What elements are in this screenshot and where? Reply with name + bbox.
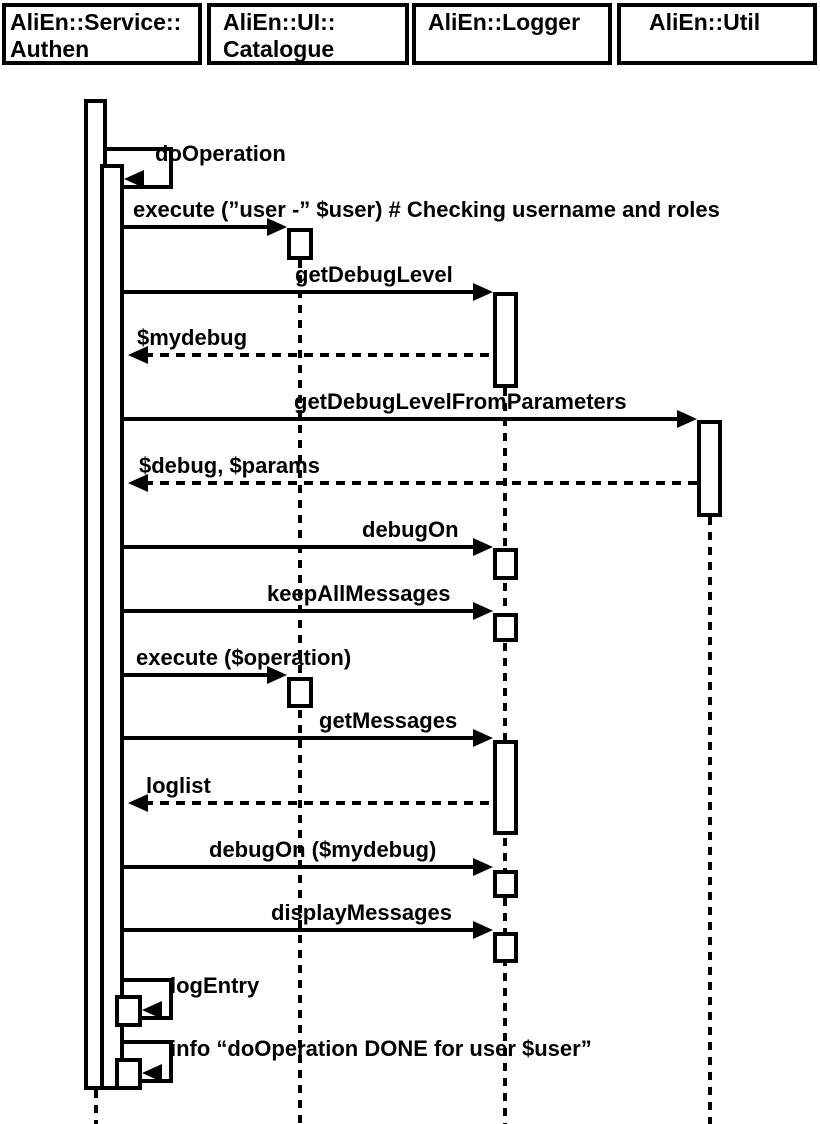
arrowhead-right-icon bbox=[267, 218, 287, 236]
message-label: loglist bbox=[146, 773, 211, 798]
arrowhead-left-icon bbox=[142, 1064, 162, 1082]
activation-bar-logger-getmessages bbox=[493, 740, 518, 835]
message-arrow bbox=[124, 417, 681, 421]
message-label: keepAllMessages bbox=[267, 581, 451, 606]
participant-label: AliEn::Service:: bbox=[10, 9, 182, 35]
message-label: execute (”user -” $user) # Checking user… bbox=[133, 197, 720, 222]
arrowhead-left-icon bbox=[128, 346, 148, 364]
message-return-arrow bbox=[144, 481, 697, 485]
message-return-arrow bbox=[144, 353, 493, 357]
message-label: execute ($operation) bbox=[136, 645, 352, 670]
lifeline-authen bbox=[94, 1090, 98, 1124]
arrowhead-left-icon bbox=[124, 170, 144, 188]
arrowhead-right-icon bbox=[473, 283, 493, 301]
participant-label: Catalogue bbox=[223, 36, 335, 62]
activation-bar-authen-logentry bbox=[115, 995, 142, 1027]
arrowhead-right-icon bbox=[473, 602, 493, 620]
message-arrow bbox=[124, 290, 477, 294]
participant-label: Authen bbox=[10, 36, 90, 62]
participant-label: AliEn::Logger bbox=[428, 9, 581, 35]
arrowhead-left-icon bbox=[128, 794, 148, 812]
activation-bar-util-getdebuglevel bbox=[697, 420, 722, 517]
activation-bar-authen-info bbox=[115, 1058, 142, 1090]
message-label: $debug, $params bbox=[139, 453, 320, 478]
activation-bar-logger-displaymessages bbox=[493, 932, 518, 963]
participant-box-util: AliEn::Util bbox=[617, 3, 817, 65]
message-label: $mydebug bbox=[137, 325, 248, 350]
arrowhead-right-icon bbox=[473, 921, 493, 939]
arrowhead-right-icon bbox=[473, 538, 493, 556]
lifeline-util bbox=[708, 517, 712, 1124]
message-label: logEntry bbox=[170, 973, 260, 998]
participant-label: AliEn::UI:: bbox=[223, 9, 336, 35]
message-arrow bbox=[124, 545, 477, 549]
arrowhead-left-icon bbox=[142, 1001, 162, 1019]
message-label: getDebugLevel bbox=[295, 262, 453, 287]
participant-label: AliEn::Util bbox=[649, 9, 761, 35]
message-arrow bbox=[124, 225, 271, 229]
message-label: displayMessages bbox=[271, 900, 452, 925]
activation-bar-logger-debugon-2 bbox=[493, 870, 518, 898]
activation-bar-catalogue-execute-1 bbox=[287, 228, 313, 260]
message-label: getDebugLevelFromParameters bbox=[294, 389, 627, 414]
activation-bar-logger-getdebuglevel bbox=[493, 292, 518, 388]
message-arrow bbox=[124, 865, 477, 869]
activation-bar-authen-nested bbox=[100, 164, 124, 1090]
activation-bar-catalogue-execute-2 bbox=[287, 677, 313, 708]
message-label: getMessages bbox=[319, 708, 458, 733]
message-arrow bbox=[124, 736, 477, 740]
arrowhead-right-icon bbox=[677, 410, 697, 428]
message-label: debugOn ($mydebug) bbox=[209, 837, 437, 862]
participant-box-logger: AliEn::Logger bbox=[412, 3, 612, 65]
activation-bar-logger-keepallmessages bbox=[493, 613, 518, 642]
message-label: debugOn bbox=[362, 517, 459, 542]
message-arrow bbox=[124, 928, 477, 932]
message-label: info “doOperation DONE for user $user” bbox=[170, 1036, 592, 1061]
activation-bar-logger-debugon bbox=[493, 548, 518, 580]
arrowhead-right-icon bbox=[267, 666, 287, 684]
message-arrow bbox=[124, 673, 271, 677]
message-return-arrow bbox=[144, 801, 493, 805]
participant-box-catalogue: AliEn::UI::Catalogue bbox=[207, 3, 409, 65]
arrowhead-right-icon bbox=[473, 858, 493, 876]
message-arrow bbox=[124, 609, 477, 613]
arrowhead-right-icon bbox=[473, 729, 493, 747]
participant-box-authen: AliEn::Service::Authen bbox=[2, 3, 202, 65]
message-label: doOperation bbox=[155, 141, 286, 166]
arrowhead-left-icon bbox=[128, 474, 148, 492]
